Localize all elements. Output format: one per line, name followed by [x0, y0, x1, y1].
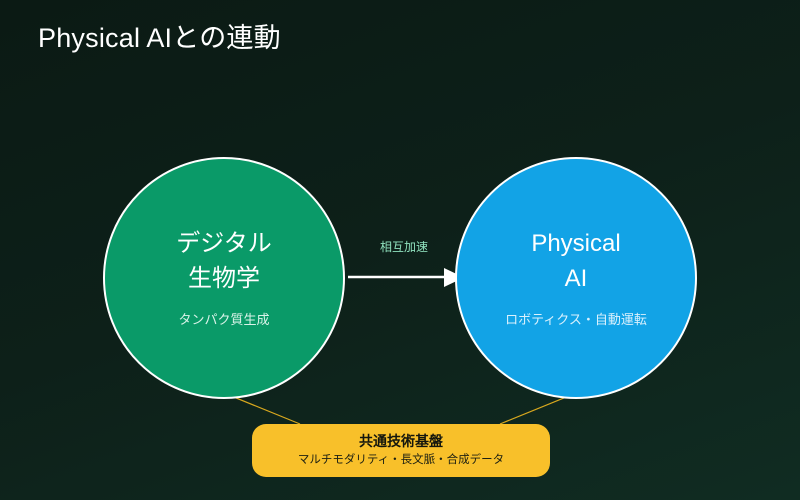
arrow-label: 相互加速	[379, 240, 428, 254]
node-physical-ai-subtitle: ロボティクス・自動運転	[505, 311, 647, 327]
node-physical-ai-title: Physical AI	[531, 230, 621, 292]
node-physical-ai[interactable]: Physical AI ロボティクス・自動運転	[455, 157, 697, 399]
page-title: Physical AIとの連動	[38, 23, 281, 53]
foundation-title: 共通技術基盤	[359, 433, 443, 450]
foundation-box[interactable]: 共通技術基盤 マルチモダリティ・長文脈・合成データ	[252, 424, 550, 477]
node-digital-biology-subtitle: タンパク質生成	[178, 311, 270, 327]
node-digital-biology-title: デジタル 生物学	[176, 230, 272, 292]
foundation-subtitle: マルチモダリティ・長文脈・合成データ	[297, 454, 505, 466]
node-digital-biology[interactable]: デジタル 生物学 タンパク質生成	[103, 157, 345, 399]
